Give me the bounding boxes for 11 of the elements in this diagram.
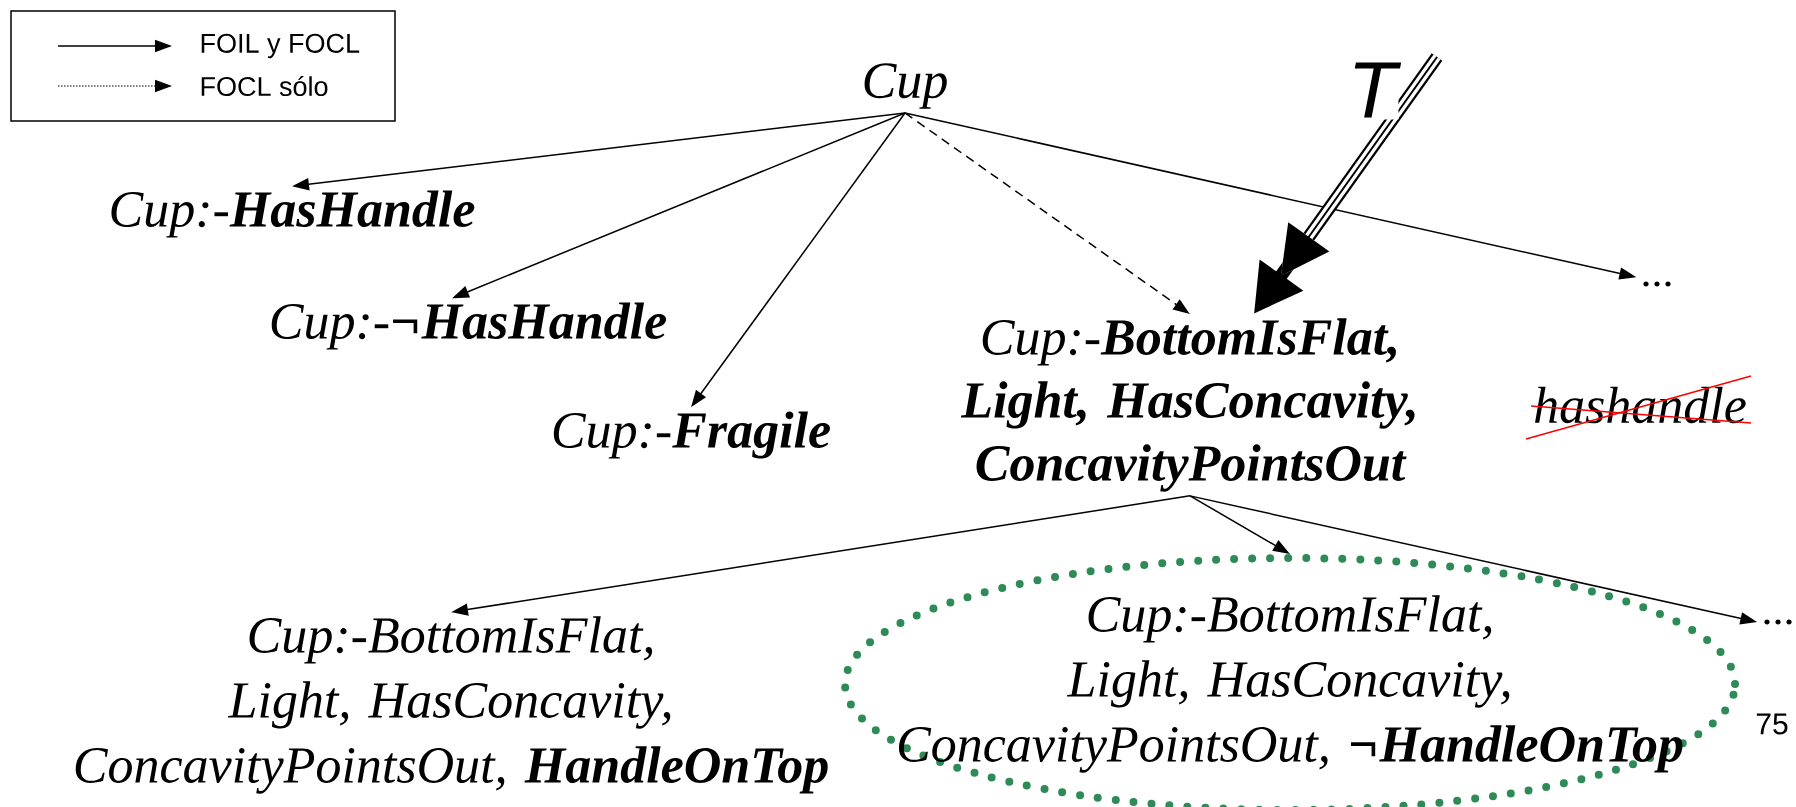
clause-text: Cup:-¬HasHandle	[271, 302, 667, 350]
ellipsis-text: ...	[1764, 619, 1792, 625]
clause-text: Cup:-BottomIsFlat, Light, HasConcavity, ConcavityPointsOut, HandleOnTop	[75, 616, 828, 794]
edge-label: T	[1345, 60, 1402, 120]
ellipsis-text: ...	[1643, 281, 1671, 287]
legend-label: FOIL y FOCL	[201, 33, 360, 59]
clause-text: Cup:-BottomIsFlat, Light, HasConcavity, ConcavityPointsOut	[960, 318, 1415, 492]
clause-text: Cup:-Fragile	[553, 411, 830, 459]
node-text: Cup	[864, 63, 947, 109]
clause-text: Cup:-HasHandle	[111, 190, 475, 238]
legend-label: FOCL sólo	[201, 75, 328, 97]
